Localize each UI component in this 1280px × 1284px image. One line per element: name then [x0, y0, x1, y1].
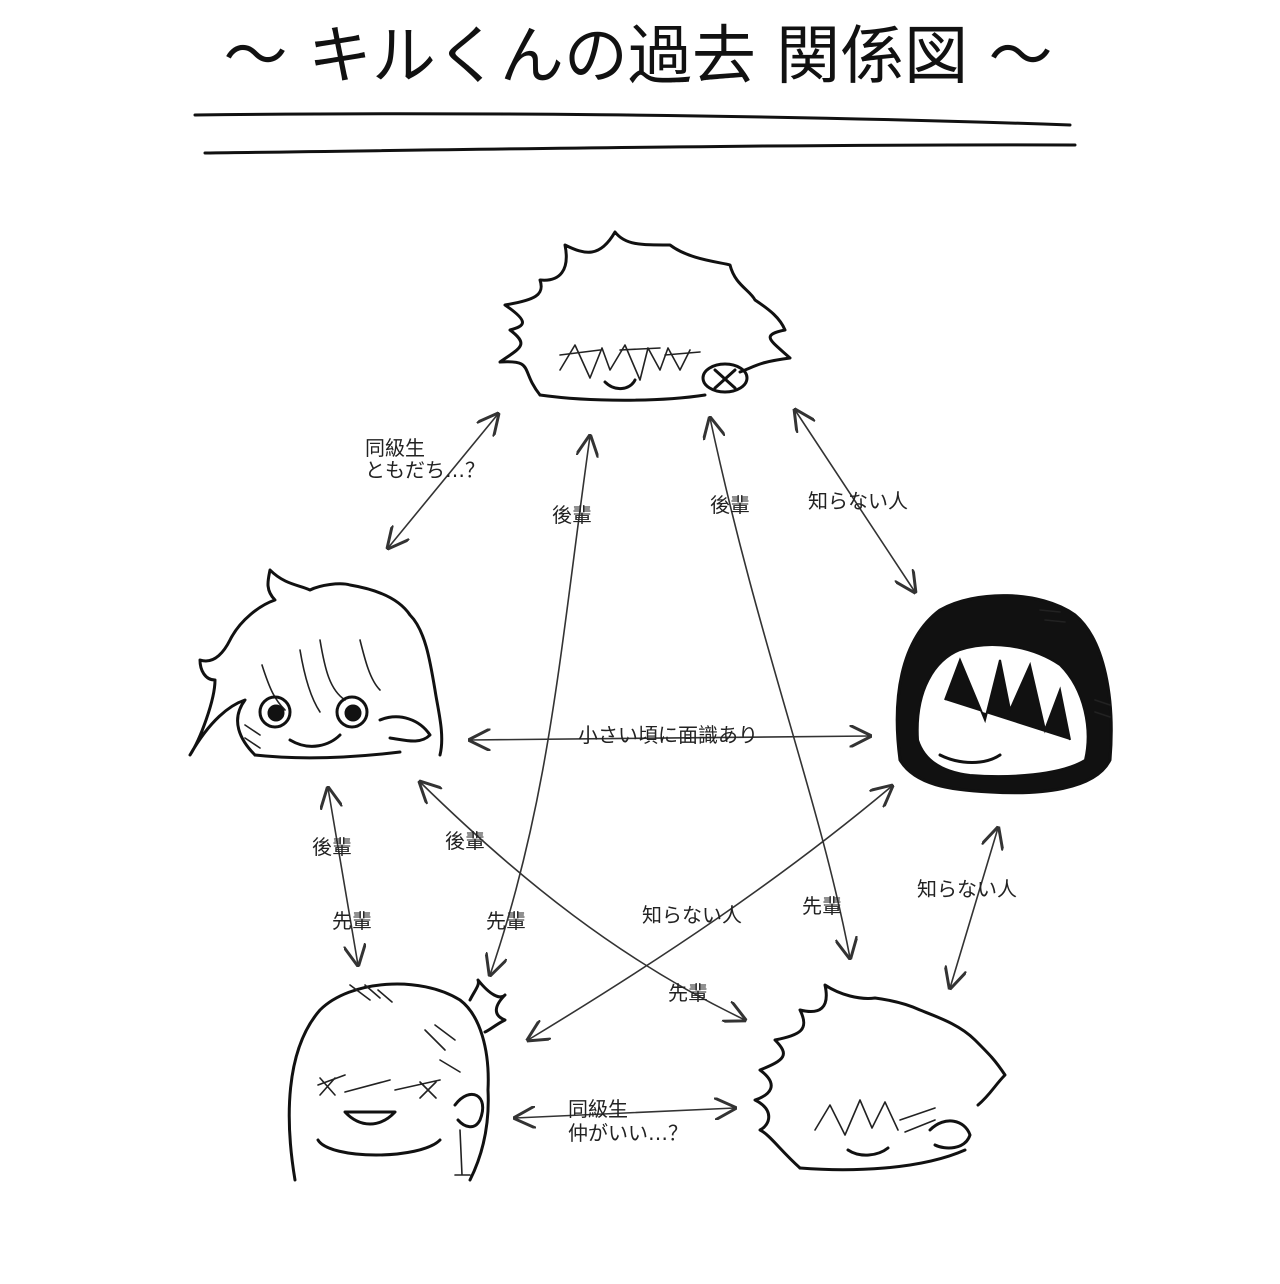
arrow-bottom-left-right — [528, 786, 892, 1040]
label-top-bottom-left: 後輩 — [552, 503, 592, 527]
arrow-left-bottom-left — [328, 788, 358, 965]
label-left-right: 小さい頃に面識あり — [578, 723, 758, 747]
character-top-face — [498, 230, 792, 402]
character-bottom-left-face — [287, 978, 507, 1182]
label-left-down-1: 後輩 — [312, 835, 352, 859]
relationship-arrows — [328, 410, 998, 1118]
label-bottom-right-up: 先輩 — [802, 894, 842, 918]
character-bottom-right-face — [753, 983, 1007, 1172]
arrow-top-right — [795, 410, 915, 592]
title-underline-top — [193, 112, 1072, 127]
label-top-left-1: 同級生 — [365, 436, 425, 460]
title-underline-bottom — [203, 143, 1077, 155]
page-title: 〜 キルくんの過去 関係図 〜 — [223, 20, 1052, 94]
character-right-face — [895, 594, 1113, 795]
label-bottom-1: 同級生 — [568, 1097, 628, 1121]
label-left-down-2: 先輩 — [332, 909, 372, 933]
label-left-bottom-right: 後輩 — [445, 829, 485, 853]
label-bottom-2: 仲がいい…？ — [568, 1121, 688, 1145]
label-left-bottom-right-2: 先輩 — [668, 981, 708, 1005]
label-top-bottom-right: 後輩 — [710, 493, 750, 517]
label-bottom-left-right: 知らない人 — [642, 903, 742, 927]
label-right-down: 知らない人 — [917, 877, 1017, 901]
label-top-left-2: ともだち…？ — [365, 458, 485, 482]
character-left-face — [188, 568, 444, 760]
relationship-labels: 同級生 ともだち…？ 後輩 後輩 知らない人 小さい頃に面識あり 後輩 先輩 後… — [312, 436, 1017, 1145]
label-top-right: 知らない人 — [808, 489, 908, 513]
arrow-left-right — [470, 736, 870, 740]
arrow-top-left — [388, 414, 498, 548]
label-bottom-left-up: 先輩 — [486, 909, 526, 933]
arrow-bottom-left-bottom-right — [515, 1108, 735, 1118]
arrow-right-bottom-right — [950, 828, 998, 988]
